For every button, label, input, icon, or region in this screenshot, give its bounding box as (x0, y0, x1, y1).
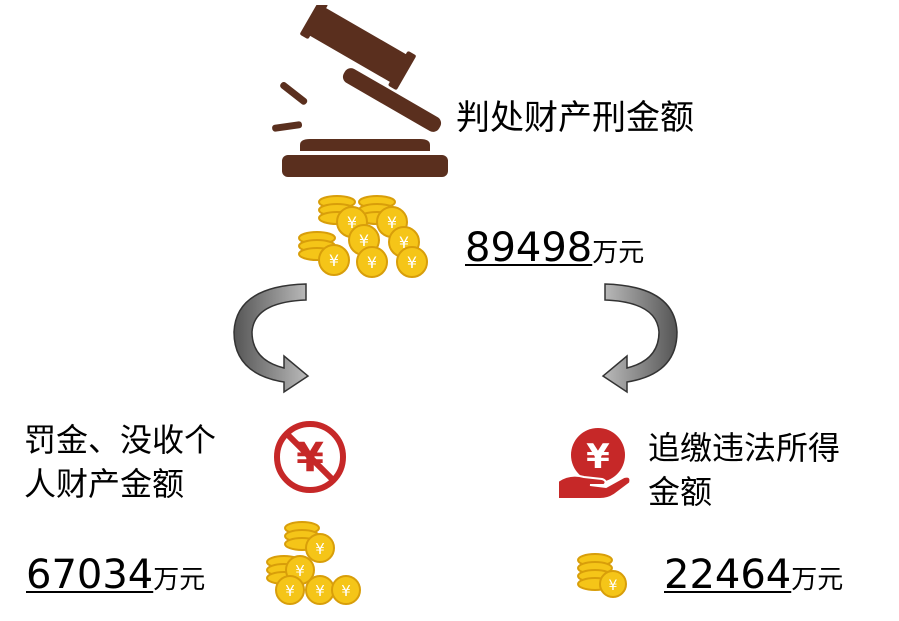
gavel-icon (272, 5, 448, 177)
right-amount: 22464万元 (664, 555, 843, 595)
left-label: 罚金、没收个 人财产金额 (24, 418, 216, 506)
curved-arrow-icon (233, 283, 310, 394)
right-label-line2: 金额 (648, 473, 713, 511)
coin-pile-icon: ¥ (577, 553, 627, 598)
left-label-line2: 人财产金额 (24, 465, 185, 503)
right-amount-value: 22464 (664, 552, 792, 598)
no-yuan-icon: ¥ (274, 421, 346, 493)
total-amount-unit: 万元 (592, 238, 645, 268)
left-label-line1: 罚金、没收个 (24, 421, 217, 459)
right-amount-unit: 万元 (791, 565, 844, 595)
total-amount-value: 89498 (465, 225, 593, 271)
right-label: 追缴违法所得 金额 (648, 426, 840, 514)
curved-arrow-icon (601, 283, 678, 394)
page-title: 判处财产刑金额 (456, 98, 694, 138)
left-amount-unit: 万元 (153, 565, 206, 595)
svg-text:¥: ¥ (609, 578, 618, 594)
yuan-hand-icon: ¥ (557, 428, 632, 500)
left-amount-value: 67034 (26, 552, 154, 598)
right-label-line1: 追缴违法所得 (648, 429, 841, 467)
total-amount: 89498万元 (465, 228, 644, 268)
coin-pile-icon: ¥ (266, 521, 361, 605)
svg-text:¥: ¥ (586, 437, 610, 477)
left-amount: 67034万元 (26, 555, 205, 595)
coin-pile-icon: ¥ (298, 195, 428, 278)
